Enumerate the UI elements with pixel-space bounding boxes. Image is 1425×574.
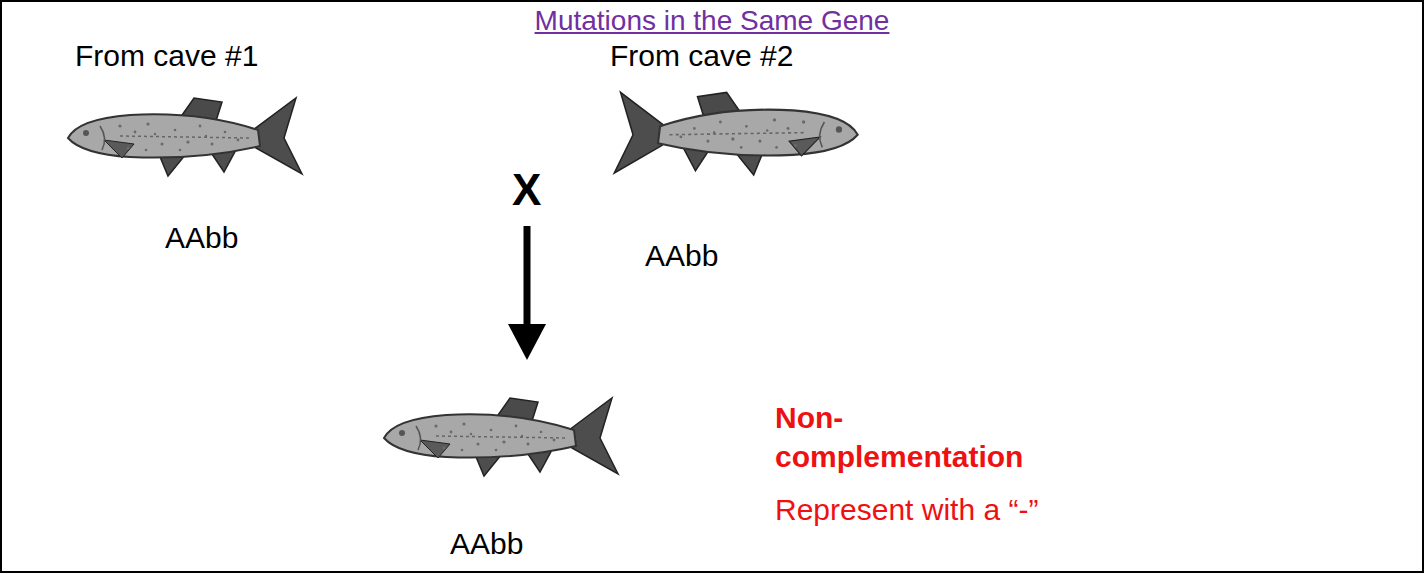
- slide-title: Mutations in the Same Gene: [535, 4, 890, 38]
- source-label: From cave #1: [75, 38, 258, 74]
- source-label: From cave #2: [610, 38, 793, 74]
- genotype-label: AAbb: [450, 526, 523, 562]
- genotype-label: AAbb: [165, 220, 238, 256]
- result-label: Non- complementation: [775, 398, 1065, 476]
- genotype-label: AAbb: [645, 238, 718, 274]
- cave-fish: [614, 92, 857, 175]
- result-note: Represent with a “-”: [775, 492, 1038, 528]
- cross-symbol: X: [512, 164, 541, 217]
- down-arrow: [508, 226, 546, 360]
- cave-fish: [68, 98, 302, 176]
- cave-fish: [384, 398, 618, 476]
